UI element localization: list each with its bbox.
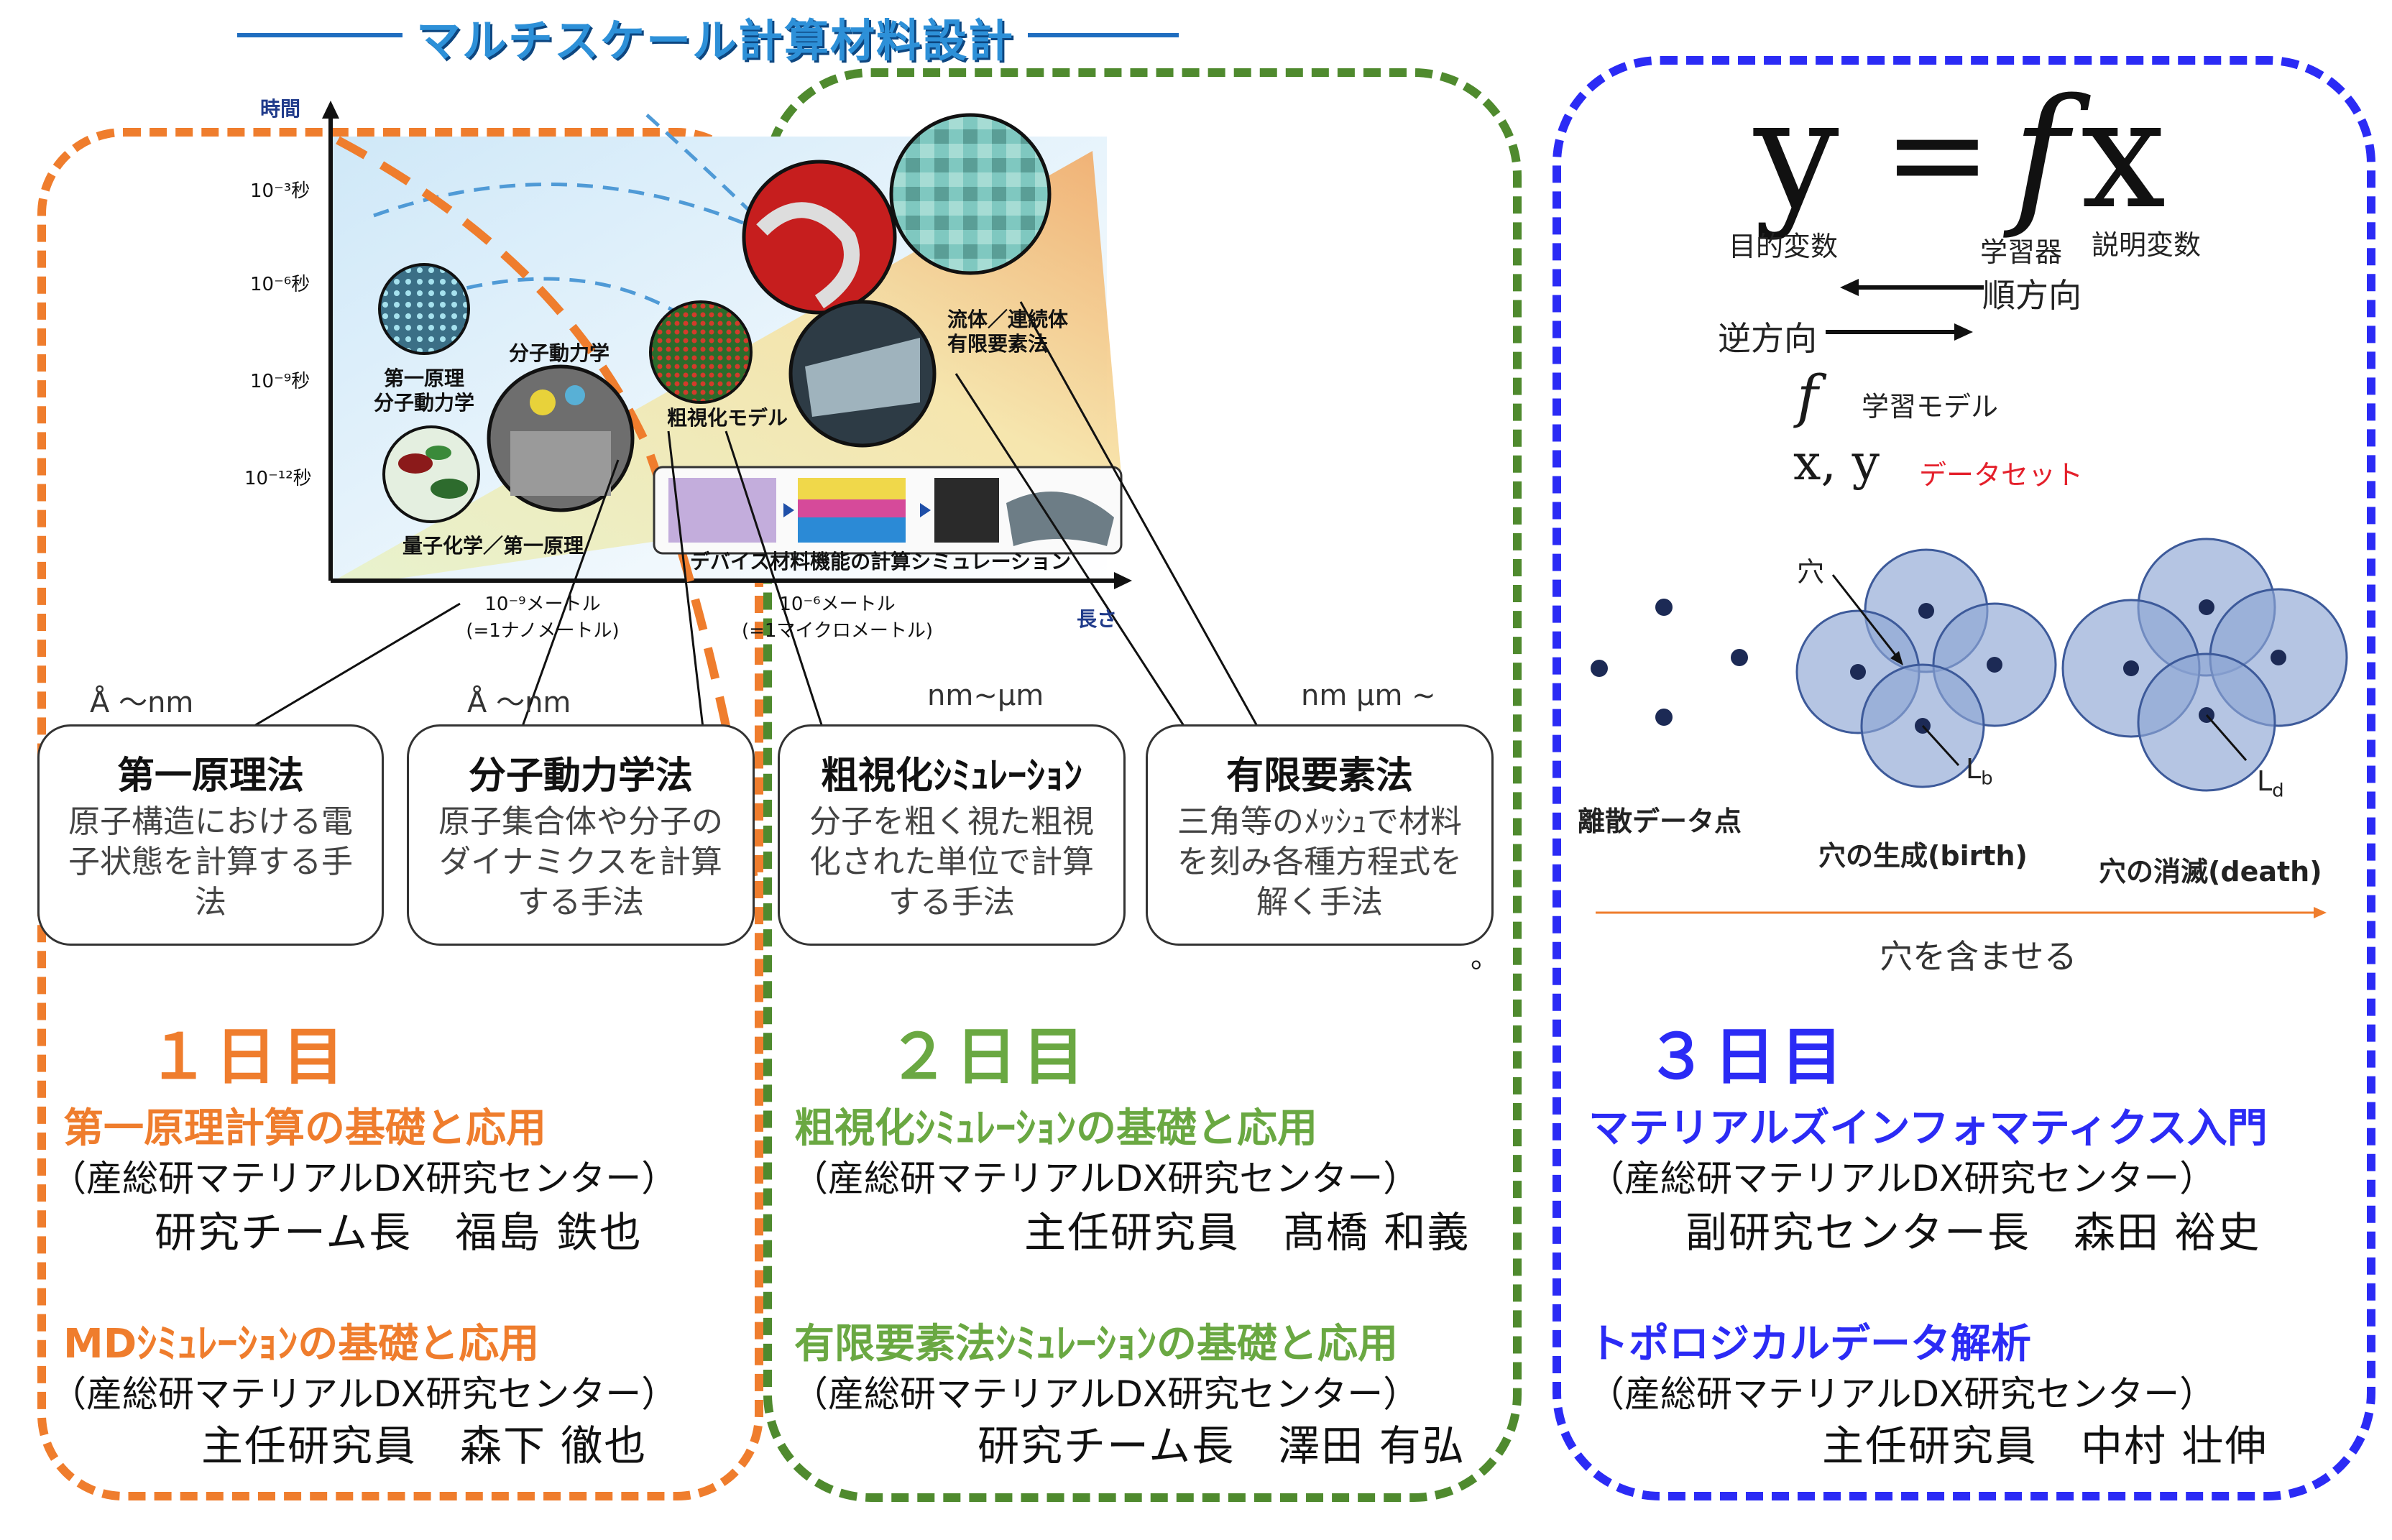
time-tick: 10⁻¹²秒 [244, 468, 312, 489]
ld-letter: L [2257, 765, 2273, 797]
method-desc: 分子を粗く視た粗視化された単位で計算する手法 [809, 803, 1094, 921]
day3-heading: ３日目 [1646, 1021, 1849, 1093]
formula-f: f [2012, 66, 2069, 242]
footnote-mark: 。 [1471, 941, 1499, 974]
course-title: トポロジカルデータ解析 [1588, 1321, 2031, 1368]
explanatory-var-label: 説明変数 [2092, 229, 2202, 261]
label-first-principles-md: 第一原理 分子動力学 [374, 366, 475, 415]
method-scale: Å 〜nm [90, 686, 194, 719]
course-org: （産総研マテリアルDX研究センター） [1588, 1158, 2216, 1199]
course-title: MDｼﾐｭﾚｰｼｮﾝの基礎と応用 [63, 1321, 540, 1368]
course-title: 粗視化ｼﾐｭﾚｰｼｮﾝの基礎と応用 [794, 1105, 1317, 1152]
multiscale-chart [229, 101, 1266, 885]
method-title: 分子動力学法 [468, 755, 693, 798]
banner-title: マルチスケール計算材料設計 [415, 14, 1014, 67]
dataset-label: データセット [1919, 459, 2084, 491]
course-org: （産総研マテリアルDX研究センター） [792, 1373, 1420, 1415]
lb-subscript: b [1981, 767, 1993, 790]
length-tick: 10⁻⁶メートル (=1マイクロメートル) [741, 594, 934, 642]
course-title: 有限要素法ｼﾐｭﾚｰｼｮﾝの基礎と応用 [794, 1321, 1398, 1368]
topology-arrow [1596, 907, 2327, 918]
method-card: 有限要素法 三角等のﾒｯｼｭで材料を刻み各種方程式を解く手法 [1146, 724, 1494, 946]
label-coarse: 粗視化モデル [667, 406, 788, 430]
learning-model-label: 学習モデル [1862, 391, 1999, 423]
method-desc: 原子集合体や分子のダイナミクスを計算する手法 [438, 803, 723, 921]
day2-heading: ２日目 [888, 1021, 1090, 1093]
target-var-label: 目的変数 [1729, 231, 1839, 262]
label-md: 分子動力学 [509, 341, 610, 365]
lb-letter: L [1966, 753, 1982, 785]
method-title: 有限要素法 [1225, 755, 1413, 798]
topology-diagram [1591, 538, 2348, 792]
course-lecturer: 副研究センター長 森田 裕史 [1685, 1208, 2261, 1257]
lb-label: Lb [1966, 753, 1993, 790]
label-fluid: 流体／連続体 有限要素法 [947, 308, 1069, 356]
xy-symbol: x, y [1793, 435, 1880, 492]
banner-line-left [237, 33, 402, 37]
formula-y: y [1754, 66, 1839, 242]
course-org: （産総研マテリアルDX研究センター） [792, 1158, 1420, 1199]
method-card: 分子動力学法 原子集合体や分子のダイナミクスを計算する手法 [407, 724, 755, 946]
method-scale: nm µm ~ [1301, 679, 1436, 712]
discrete-points-label: 離散データ点 [1578, 806, 1742, 837]
course-lecturer: 研究チーム長 澤田 有弘 [978, 1421, 1466, 1470]
course-org: （産総研マテリアルDX研究センター） [50, 1373, 678, 1415]
course-lecturer: 研究チーム長 福島 鉄也 [155, 1208, 643, 1257]
day3-frame [1552, 56, 2375, 1500]
inverse-label: 逆方向 [1718, 319, 1817, 358]
course-title: マテリアルズインフォマティクス入門 [1588, 1105, 2268, 1152]
ld-label: Ld [2257, 765, 2284, 802]
direction-arrows [1826, 279, 1984, 341]
arrow-caption: 穴を含ませる [1880, 937, 2077, 976]
course-org: （産総研マテリアルDX研究センター） [50, 1158, 678, 1199]
formula-eq: = [1883, 79, 1992, 229]
course-lecturer: 主任研究員 髙橋 和義 [1024, 1208, 1471, 1257]
length-tick: 10⁻⁹メートル (=1ナノメートル) [466, 594, 620, 642]
hole-label: 穴 [1797, 556, 1825, 588]
method-desc: 三角等のﾒｯｼｭで材料を刻み各種方程式を解く手法 [1177, 803, 1462, 921]
time-tick: 10⁻⁶秒 [250, 274, 310, 295]
banner-line-right [1028, 33, 1179, 37]
label-device: デバイス材料機能の計算シミュレーション [690, 550, 1072, 573]
method-desc: 原子構造における電子状態を計算する手法 [68, 803, 353, 921]
ld-subscript: d [2272, 780, 2284, 802]
method-card: 第一原理法 原子構造における電子状態を計算する手法 [37, 724, 384, 946]
method-card: 粗視化ｼﾐｭﾚｰｼｮﾝ 分子を粗く視た粗視化された単位で計算する手法 [778, 724, 1126, 946]
learner-label: 学習器 [1980, 236, 2063, 268]
course-title: 第一原理計算の基礎と応用 [63, 1105, 546, 1152]
method-scale: Å 〜nm [467, 686, 571, 719]
death-label: 穴の消滅(death) [2099, 856, 2322, 887]
f-symbol: f [1797, 363, 1818, 430]
time-tick: 10⁻³秒 [250, 180, 310, 202]
birth-label: 穴の生成(birth) [1818, 840, 2028, 872]
method-scale: nm~µm [927, 679, 1044, 712]
formula-x: x [2081, 66, 2166, 242]
day1-heading: １日目 [147, 1021, 350, 1093]
method-title: 第一原理法 [116, 755, 304, 798]
method-title: 粗視化ｼﾐｭﾚｰｼｮﾝ [820, 755, 1082, 798]
label-quantum: 量子化学／第一原理 [402, 534, 584, 558]
forward-label: 順方向 [1982, 276, 2082, 315]
length-axis-label: 長さ [1077, 607, 1118, 631]
time-axis-label: 時間 [260, 97, 301, 121]
course-lecturer: 主任研究員 森下 徹也 [201, 1421, 648, 1470]
course-lecturer: 主任研究員 中村 壮伸 [1822, 1421, 2268, 1470]
course-org: （産総研マテリアルDX研究センター） [1588, 1373, 2216, 1415]
time-tick: 10⁻⁹秒 [250, 371, 310, 392]
